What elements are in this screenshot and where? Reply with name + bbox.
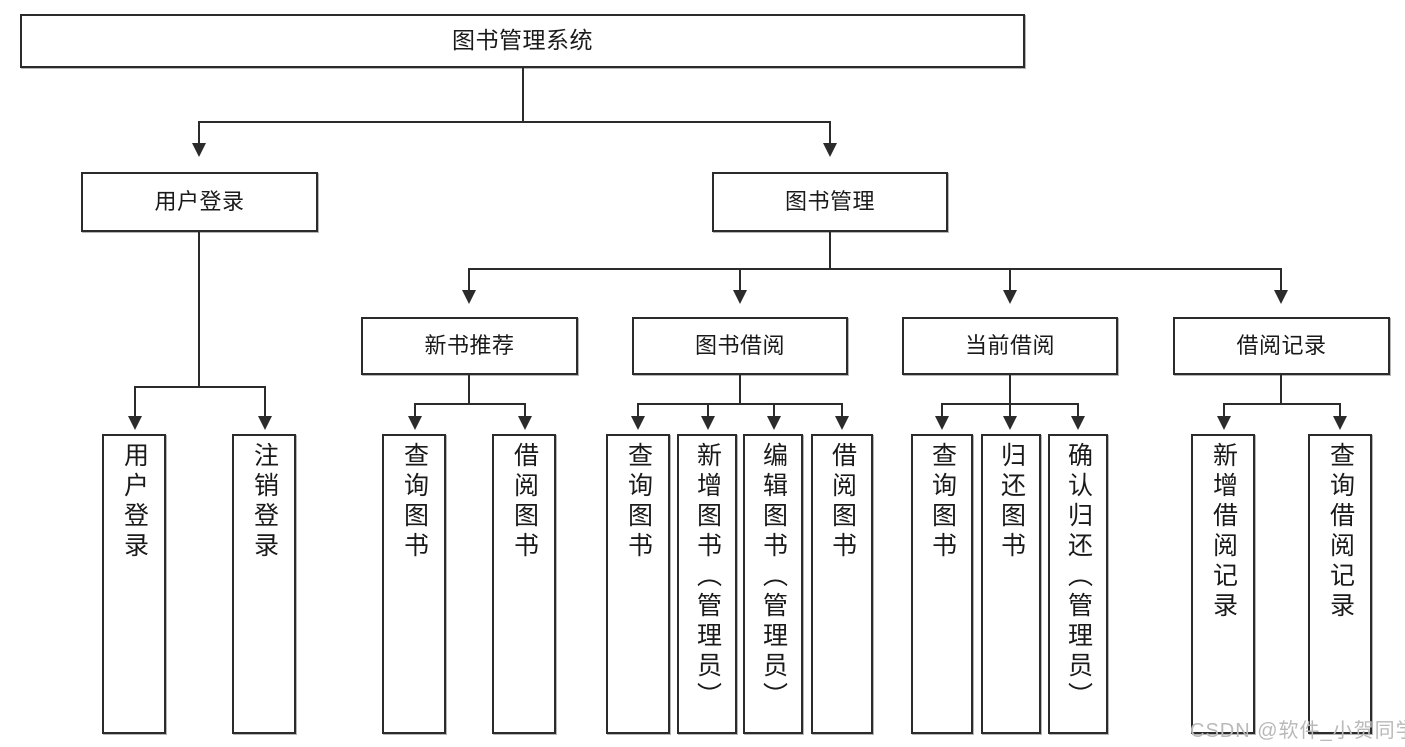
arrow-root-to-user-login xyxy=(192,143,206,157)
connector-borrow-record-l1 xyxy=(1223,403,1225,418)
leaf-new-book-query-label: 查询图书 xyxy=(400,442,429,562)
node-book-management-label: 图书管理 xyxy=(784,189,875,215)
leaf-user-login[interactable]: 用户登录 xyxy=(102,434,166,734)
connector-root-to-book-manage xyxy=(829,121,831,145)
connector-borrow-record-stem xyxy=(1280,375,1282,405)
connector-user-login-b1 xyxy=(134,386,136,418)
connector-new-book-l1 xyxy=(414,403,416,418)
leaf-borrow-book[interactable]: 借阅图书 xyxy=(811,434,873,734)
arrow-book-manage-c4 xyxy=(1274,290,1288,304)
node-borrow-record-label: 借阅记录 xyxy=(1236,333,1327,359)
connector-new-book-bar xyxy=(414,403,526,405)
arrow-book-manage-c2 xyxy=(733,290,747,304)
leaf-edit-book-admin[interactable]: 编辑图书（管理员） xyxy=(743,434,803,734)
leaf-new-book-query[interactable]: 查询图书 xyxy=(382,434,446,734)
connector-book-manage-c2 xyxy=(739,268,741,292)
connector-root-bar xyxy=(198,121,831,123)
arrow-book-manage-c1 xyxy=(462,290,476,304)
arrow-book-borrow-l3 xyxy=(767,416,781,430)
leaf-new-book-borrow-label: 借阅图书 xyxy=(510,442,539,562)
node-new-book-recommend[interactable]: 新书推荐 xyxy=(361,317,578,375)
leaf-user-login-label: 用户登录 xyxy=(120,442,149,562)
arrow-new-book-l1 xyxy=(408,416,422,430)
connector-current-borrow-stem xyxy=(1009,375,1011,405)
node-book-management[interactable]: 图书管理 xyxy=(712,172,948,232)
leaf-logout-label: 注销登录 xyxy=(250,442,279,562)
connector-book-manage-stem xyxy=(829,232,831,270)
connector-root-stem xyxy=(522,68,524,122)
connector-root-to-user-login xyxy=(198,121,200,145)
leaf-logout[interactable]: 注销登录 xyxy=(232,434,296,734)
node-user-login[interactable]: 用户登录 xyxy=(81,172,318,232)
connector-book-borrow-l4 xyxy=(841,403,843,418)
connector-book-borrow-l3 xyxy=(773,403,775,418)
leaf-current-query-book[interactable]: 查询图书 xyxy=(911,434,973,734)
leaf-new-book-borrow[interactable]: 借阅图书 xyxy=(492,434,556,734)
arrow-book-borrow-l1 xyxy=(631,416,645,430)
connector-user-login-b2 xyxy=(264,386,266,418)
leaf-return-book-label: 归还图书 xyxy=(997,442,1026,562)
leaf-query-borrow-record-label: 查询借阅记录 xyxy=(1326,442,1355,622)
connector-new-book-l2 xyxy=(524,403,526,418)
node-root[interactable]: 图书管理系统 xyxy=(20,14,1025,68)
leaf-add-book-admin-label: 新增图书（管理员） xyxy=(693,442,722,712)
connector-book-borrow-bar xyxy=(637,403,843,405)
arrow-new-book-l2 xyxy=(518,416,532,430)
leaf-add-borrow-record[interactable]: 新增借阅记录 xyxy=(1191,434,1255,734)
connector-current-borrow-l2 xyxy=(1009,403,1011,418)
arrow-book-borrow-l4 xyxy=(835,416,849,430)
arrow-user-login-b2 xyxy=(258,416,272,430)
leaf-borrow-query-book-label: 查询图书 xyxy=(624,442,653,562)
arrow-root-to-book-manage xyxy=(823,143,837,157)
leaf-return-book[interactable]: 归还图书 xyxy=(981,434,1041,734)
arrow-book-borrow-l2 xyxy=(701,416,715,430)
connector-book-manage-bar xyxy=(468,268,1282,270)
leaf-borrow-query-book[interactable]: 查询图书 xyxy=(606,434,670,734)
arrow-borrow-record-l2 xyxy=(1333,416,1347,430)
leaf-borrow-book-label: 借阅图书 xyxy=(828,442,857,562)
node-current-borrow-label: 当前借阅 xyxy=(964,333,1055,359)
connector-user-login-bar xyxy=(134,386,266,388)
connector-new-book-stem xyxy=(468,375,470,405)
connector-book-borrow-stem xyxy=(739,375,741,405)
connector-borrow-record-bar xyxy=(1223,403,1341,405)
connector-book-borrow-l2 xyxy=(707,403,709,418)
leaf-edit-book-admin-label: 编辑图书（管理员） xyxy=(759,442,788,712)
arrow-user-login-b1 xyxy=(128,416,142,430)
node-current-borrow[interactable]: 当前借阅 xyxy=(902,317,1118,375)
leaf-add-book-admin[interactable]: 新增图书（管理员） xyxy=(677,434,737,734)
node-new-book-recommend-label: 新书推荐 xyxy=(424,333,515,359)
arrow-current-borrow-l2 xyxy=(1003,416,1017,430)
node-user-login-label: 用户登录 xyxy=(154,189,245,215)
connector-user-login-stem xyxy=(198,232,200,388)
leaf-confirm-return-admin-label: 确认归还（管理员） xyxy=(1064,442,1093,712)
connector-book-manage-c4 xyxy=(1280,268,1282,292)
arrow-current-borrow-l1 xyxy=(935,416,949,430)
node-book-borrow-label: 图书借阅 xyxy=(694,333,785,359)
arrow-current-borrow-l3 xyxy=(1071,416,1085,430)
node-book-borrow[interactable]: 图书借阅 xyxy=(632,317,848,375)
leaf-current-query-book-label: 查询图书 xyxy=(928,442,957,562)
leaf-query-borrow-record[interactable]: 查询借阅记录 xyxy=(1308,434,1372,734)
arrow-book-manage-c3 xyxy=(1003,290,1017,304)
leaf-confirm-return-admin[interactable]: 确认归还（管理员） xyxy=(1048,434,1108,734)
connector-current-borrow-l3 xyxy=(1077,403,1079,418)
node-root-label: 图书管理系统 xyxy=(452,27,593,54)
arrow-borrow-record-l1 xyxy=(1217,416,1231,430)
connector-current-borrow-l1 xyxy=(941,403,943,418)
connector-borrow-record-l2 xyxy=(1339,403,1341,418)
leaf-add-borrow-record-label: 新增借阅记录 xyxy=(1209,442,1238,622)
connector-book-manage-c1 xyxy=(468,268,470,292)
node-borrow-record[interactable]: 借阅记录 xyxy=(1173,317,1390,375)
connector-book-manage-c3 xyxy=(1009,268,1011,292)
connector-book-borrow-l1 xyxy=(637,403,639,418)
